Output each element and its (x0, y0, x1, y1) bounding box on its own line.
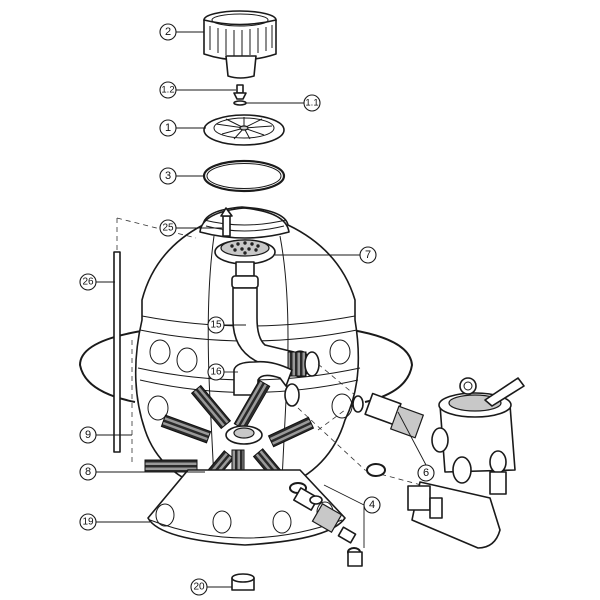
callout-25: 25 (159, 219, 222, 237)
callout-2-label: 2 (165, 26, 171, 38)
callout-layer: 2 1.2 1.1 1 3 25 7 (79, 23, 435, 596)
drain-plug (231, 573, 255, 591)
callout-25-label: 25 (162, 223, 174, 234)
callout-1-1-label: 1.1 (305, 98, 318, 109)
drain-fitting-assembly (289, 482, 363, 567)
lid-ring (203, 10, 277, 79)
callout-9-label: 9 (85, 429, 91, 441)
callout-4-label: 4 (369, 499, 375, 511)
callout-3-label: 3 (165, 170, 171, 182)
callout-26: 26 (79, 273, 115, 291)
callout-16-label: 16 (210, 367, 222, 378)
standpipe-rod (113, 251, 121, 453)
callout-1-2-label: 1.2 (161, 85, 174, 96)
callout-6-label: 6 (423, 467, 429, 479)
air-vent-valve (233, 84, 247, 106)
callout-8: 8 (79, 463, 205, 481)
callout-19-label: 19 (82, 517, 94, 528)
callout-1-1: 1.1 (246, 94, 321, 112)
callout-26-label: 26 (82, 277, 94, 288)
callout-8-label: 8 (85, 466, 91, 478)
callout-2: 2 (159, 23, 204, 41)
multiport-valve (352, 377, 525, 549)
callout-6: 6 (397, 411, 435, 482)
lid-dome (203, 114, 285, 146)
callout-20: 20 (190, 578, 232, 596)
callout-16: 16 (207, 363, 238, 381)
callout-7: 7 (275, 246, 377, 264)
exploded-axis-lines (116, 217, 441, 491)
collector-pipe (233, 360, 300, 407)
callout-1-2: 1.2 (159, 81, 236, 99)
callout-20-label: 20 (193, 582, 205, 593)
vent-tube (220, 207, 233, 237)
callout-19: 19 (79, 513, 150, 531)
callout-15-label: 15 (210, 320, 222, 331)
upper-pipe (232, 287, 320, 378)
callout-4: 4 (323, 484, 381, 548)
base-stand (147, 469, 346, 546)
callout-15: 15 (207, 316, 246, 334)
callout-9: 9 (79, 426, 132, 444)
diffuser (214, 239, 276, 289)
callout-1-label: 1 (165, 122, 171, 134)
callout-3: 3 (159, 167, 204, 185)
callout-1: 1 (159, 119, 206, 137)
callout-7-label: 7 (365, 249, 371, 261)
o-ring (202, 159, 286, 193)
